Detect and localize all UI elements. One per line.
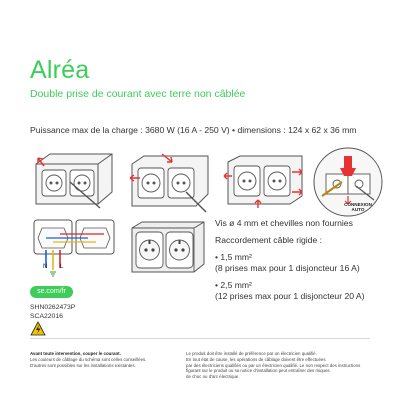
- cable-title: Raccordement câble rigide :: [215, 235, 322, 245]
- product-title: Alréa: [30, 56, 90, 84]
- warning-icon: [30, 321, 46, 336]
- product-subtitle: Double prise de courant avec terre non c…: [30, 88, 246, 100]
- install-instructions: Vis ø 4 mm et chevilles non fournies Rac…: [215, 218, 365, 302]
- legal-line-2: En tout état de cause, les opérations de…: [186, 356, 326, 362]
- product-specs: Puissance max de la charge : 3680 W (16 …: [30, 125, 357, 135]
- wiring-label-neutral: N: [43, 264, 48, 270]
- option2-detail: (12 prises max pour 1 disjoncteur 20 A): [215, 291, 365, 301]
- wiring-label-live: L: [60, 264, 64, 270]
- product-references: SHN0262473P SCA22016: [30, 303, 75, 321]
- legal-line-3: par des électriciens qualifiés ou par un…: [186, 362, 361, 368]
- front-plate-removal-figure: [129, 153, 209, 213]
- warning-title: Avant toute intervention, couper le cour…: [30, 351, 121, 356]
- screw-note: Vis ø 4 mm et chevilles non fournies: [215, 218, 353, 228]
- warning-line-2: Les couleurs de câblage du schéma sont c…: [30, 356, 147, 362]
- auto-connection-figure: [313, 147, 383, 217]
- legal-notice: Le produit doit être installé de préfére…: [186, 351, 372, 380]
- legal-line-5: de choc ou d'arc électrique.: [186, 374, 240, 380]
- website-link[interactable]: se.com/fr: [30, 286, 73, 298]
- safety-warning: Avant toute intervention, couper le cour…: [30, 351, 180, 368]
- option2-section: • 2,5 mm²: [215, 280, 252, 290]
- wiring-diagram-figure: [33, 219, 115, 277]
- legal-line-1: Le produit doit être installé de préfére…: [186, 351, 317, 356]
- option1-section: • 1,5 mm²: [215, 252, 252, 262]
- reference-2: SCA22016: [30, 313, 63, 320]
- legal-line-4: figurant sur le produit ou sa notice d'i…: [186, 368, 330, 374]
- mounting-base-figure: [35, 153, 113, 209]
- option1-detail: (8 prises max pour 1 disjoncteur 16 A): [215, 263, 360, 273]
- reference-1: SHN0262473P: [30, 304, 76, 311]
- wall-fixing-figure: [223, 155, 303, 208]
- footer-divider: [30, 338, 370, 339]
- auto-connection-label: CONNEXION AUTO: [344, 202, 372, 213]
- finished-socket-figure: [131, 221, 205, 273]
- warning-line-3: D'autres sont possibles sur les installa…: [30, 362, 136, 368]
